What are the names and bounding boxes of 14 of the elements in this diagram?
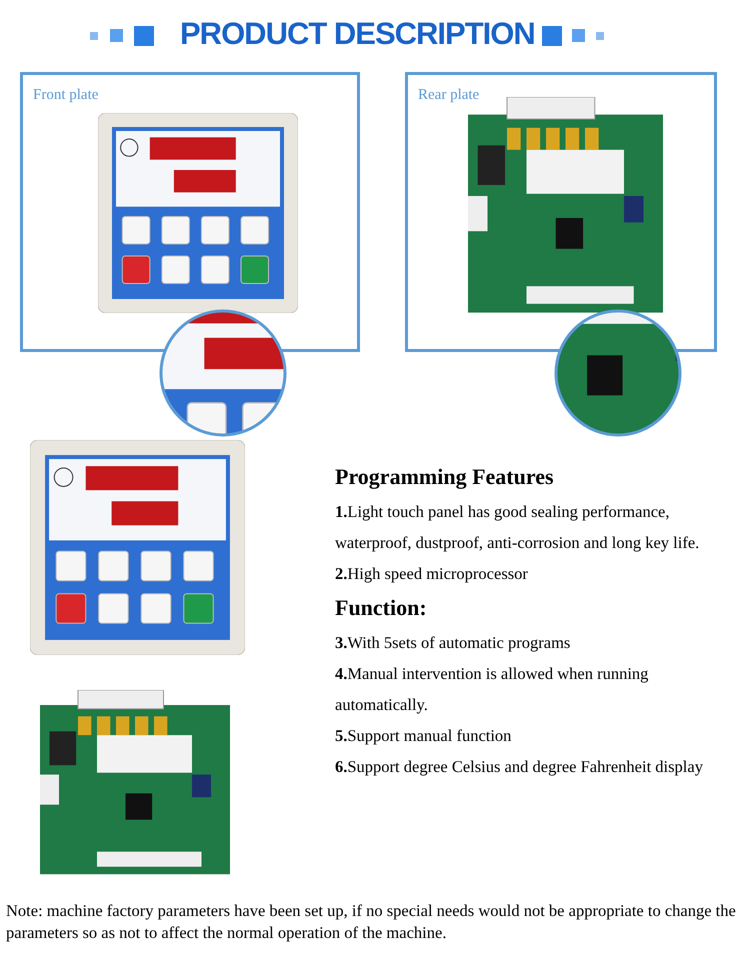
- feature-text: 6.Support degree Celsius and degree Fahrenheit display: [335, 756, 704, 778]
- section-heading: Programming Features: [335, 463, 555, 491]
- frame-caption: Front plate: [33, 87, 98, 104]
- feature-text: 2.High speed microprocessor: [335, 563, 529, 585]
- feature-text: 1.Light touch panel has good sealing performance, waterproof, dustproof, anti-corrosion and long key life.: [335, 501, 700, 554]
- photo-frame: [20, 72, 360, 352]
- page-title: PRODUCT DESCRIPTION: [180, 16, 535, 52]
- section-heading: Function:: [335, 594, 428, 622]
- photo-frame: [405, 72, 717, 352]
- feature-text: 3.With 5sets of automatic programs: [335, 632, 572, 654]
- note-text: Note: machine factory parameters have been set up, if no special needs would not be appropriate to change the parameters so as not to affect the normal operation of the machine.: [6, 900, 737, 944]
- feature-text: 5.Support manual function: [335, 725, 512, 747]
- feature-text: 4.Manual intervention is allowed when running automatically.: [335, 663, 650, 716]
- frame-caption: Rear plate: [418, 87, 480, 104]
